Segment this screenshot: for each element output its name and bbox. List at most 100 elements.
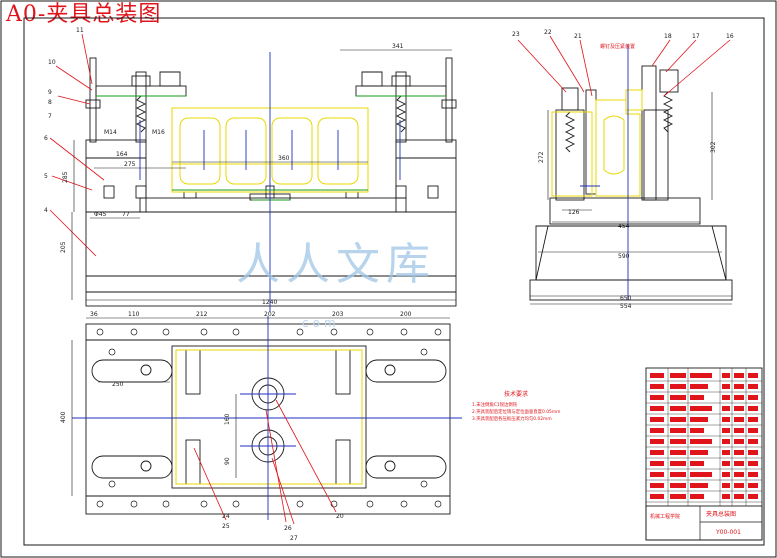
dim-front-left-1: 164 [116, 151, 128, 158]
front-right-block [395, 139, 457, 213]
dim-side-h3: 590 [618, 253, 630, 260]
balloon-11: 11 [76, 27, 84, 34]
title-block-cell [748, 494, 758, 499]
balloon-21: 21 [574, 33, 582, 40]
balloon-8: 8 [48, 99, 52, 106]
title-block-cell [670, 450, 686, 455]
side-right-spring [662, 91, 674, 133]
balloon-27: 27 [290, 535, 298, 542]
title-block-cell [690, 439, 712, 444]
plan-dims [71, 317, 450, 496]
title-block-cell [690, 450, 708, 455]
title-block-cell [690, 483, 708, 488]
title-block-cell [690, 461, 704, 466]
title-block-cell [670, 428, 686, 433]
title-block-cell [690, 417, 708, 422]
title-block-cell [734, 395, 744, 400]
title-block-cell [748, 417, 758, 422]
dim-plan-mid2: 90 [224, 457, 231, 465]
dim-front-v2: 205 [60, 241, 67, 253]
title-block-cell [650, 461, 664, 466]
balloon-4: 4 [44, 207, 48, 214]
title-block-cell [670, 417, 686, 422]
side-centerlines [580, 44, 629, 300]
title-block-no: Y00-001 [715, 529, 741, 536]
title-block-cell [722, 439, 730, 444]
side-left-spring [564, 111, 576, 153]
title-block-school: 机械工程学院 [650, 513, 680, 520]
title-block-cell [734, 417, 744, 422]
plan-yellow [175, 349, 363, 485]
dim-plan-top-2: 212 [196, 311, 208, 318]
title-block-cell [722, 395, 730, 400]
title-block-cell [722, 417, 730, 422]
title-block-cell [734, 450, 744, 455]
title-block-cell [690, 373, 712, 378]
balloon-5: 5 [44, 173, 48, 180]
title-block-cell [690, 472, 712, 477]
title-block-cell [748, 450, 758, 455]
title-block-cell [670, 395, 686, 400]
title-block-cell [650, 483, 664, 488]
dim-side-h5: 554 [620, 303, 632, 310]
title-block-cell [670, 472, 686, 477]
title-block-cell [748, 483, 758, 488]
title-block-cell [650, 472, 664, 477]
side-balloons: 23 22 21 18 17 16 [512, 29, 734, 40]
title-block-cell [734, 373, 744, 378]
dim-front-mid: 360 [278, 155, 290, 162]
title-block-cell [722, 494, 730, 499]
plan-dim-text: 36 110 212 202 203 200 400 160 90 250 [60, 311, 412, 465]
title-block: 机械工程学院 夹具总装图 Y00-001 [645, 367, 763, 541]
dim-side-v-right: 302 [710, 141, 717, 153]
front-green-lines [96, 95, 446, 201]
side-dims [530, 92, 732, 305]
title-block-cell [722, 461, 730, 466]
dim-plan-top-3: 202 [264, 311, 276, 318]
plan-balloons: 24 25 26 27 20 [222, 513, 344, 542]
title-block-cell [734, 494, 744, 499]
dim-plan-mid1: 160 [224, 413, 231, 425]
front-balloons: 11 10 9 8 7 6 5 4 [44, 27, 84, 214]
tech-req-item-1: 1.未注倒角C1锐边倒钝 [472, 401, 518, 408]
dim-front-left-6: 77 [122, 211, 130, 218]
side-dim-text: 126 454 590 650 554 272 302 螺钉及压紧装置 [538, 43, 717, 310]
title-block-cell [722, 483, 730, 488]
title-block-cell [670, 461, 686, 466]
front-right-spring [395, 95, 407, 133]
balloon-16: 16 [726, 33, 734, 40]
dim-side-v-left: 272 [538, 151, 545, 163]
side-workpiece [551, 89, 643, 197]
dim-front-bottom: 1240 [262, 299, 277, 306]
title-block-cell [722, 373, 730, 378]
balloon-24: 24 [222, 513, 230, 520]
title-block-cell [748, 461, 758, 466]
dim-side-h4: 650 [620, 295, 632, 302]
dim-plan-slot: 250 [112, 381, 124, 388]
balloon-22: 22 [544, 29, 552, 36]
front-left-block [85, 139, 147, 213]
title-block-cell [748, 406, 758, 411]
title-block-cell [748, 395, 758, 400]
title-block-cell [690, 406, 712, 411]
tech-req-item-2: 2.夹具装配后定位销与定位面垂直度0.05mm [472, 408, 560, 415]
title-block-cell [690, 395, 704, 400]
front-dim-text: 341 360 1240 164 275 M14 M16 Φ45 77 285 … [60, 43, 404, 306]
title-block-cell [734, 483, 744, 488]
side-leaders [517, 35, 731, 97]
side-note: 螺钉及压紧装置 [600, 43, 635, 50]
dim-plan-top-4: 203 [332, 311, 344, 318]
title-block-cell [650, 417, 664, 422]
title-block-cell [748, 428, 758, 433]
balloon-10: 10 [48, 59, 56, 66]
title-block-cell [670, 494, 686, 499]
front-leaders [49, 33, 105, 257]
watermark-text: 人人文库 [236, 239, 436, 290]
title-block-cell [650, 439, 664, 444]
title-block-cell [650, 450, 664, 455]
dim-front-left-3: M14 [104, 129, 117, 136]
title-block-cell [722, 472, 730, 477]
title-block-cell [734, 406, 744, 411]
title-block-cell [748, 384, 758, 389]
balloon-23: 23 [512, 31, 520, 38]
